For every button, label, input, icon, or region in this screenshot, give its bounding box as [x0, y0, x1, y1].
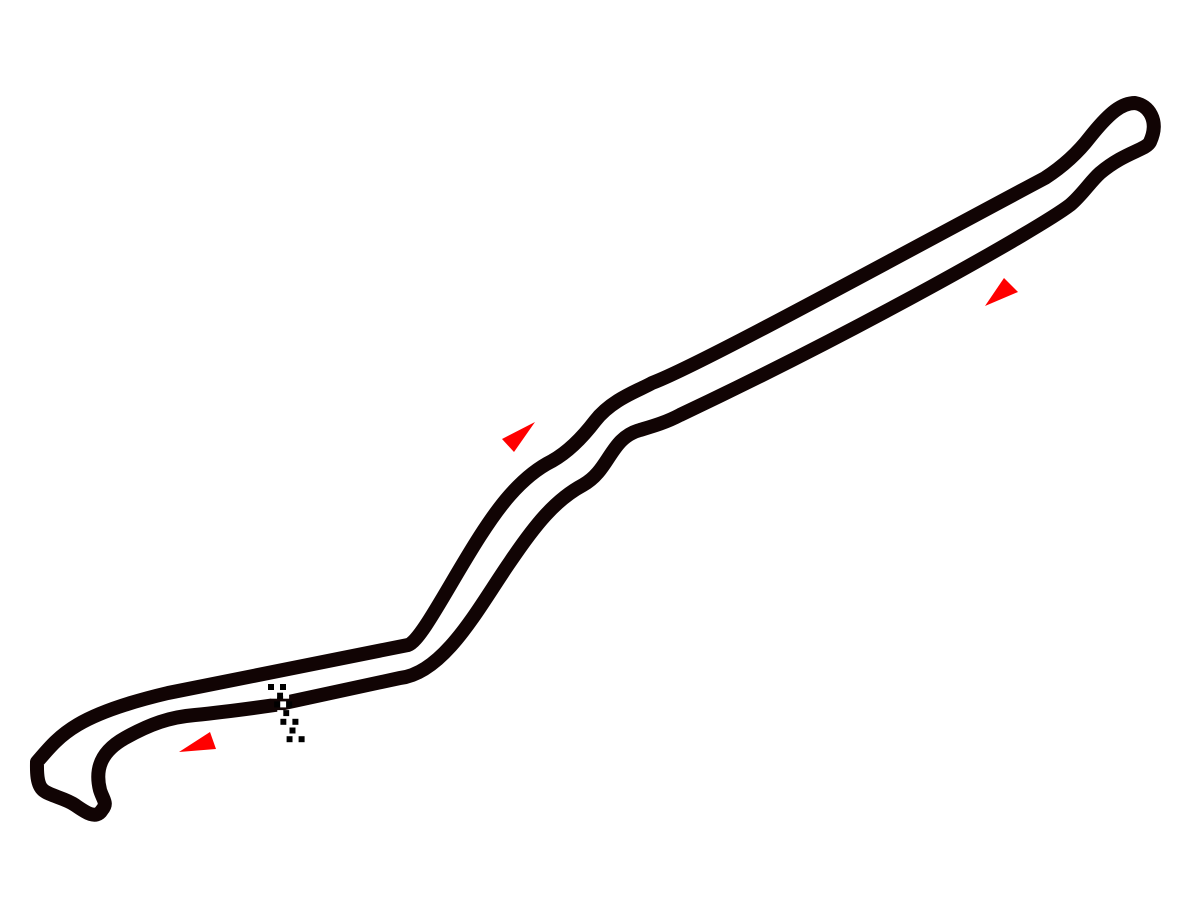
checker-square — [283, 692, 290, 699]
checker-square — [286, 736, 293, 743]
start-finish-line — [268, 684, 305, 743]
checker-square — [298, 736, 305, 743]
checker-square — [289, 710, 296, 717]
checker-square — [274, 684, 280, 690]
checker-square — [280, 684, 286, 690]
checker-square — [277, 710, 284, 717]
checker-square — [286, 718, 293, 725]
checker-square — [271, 692, 278, 699]
track-outline — [29, 96, 1161, 822]
direction-arrow-icon — [179, 732, 216, 752]
checker-square — [283, 710, 290, 717]
checker-square — [286, 701, 293, 708]
checker-square — [292, 718, 299, 725]
checker-square — [277, 692, 284, 699]
checker-square — [274, 701, 281, 708]
checker-square — [280, 701, 287, 708]
direction-arrow-icon — [985, 278, 1018, 306]
checker-square — [280, 718, 287, 725]
checker-square — [289, 727, 296, 734]
checker-square — [292, 736, 299, 743]
checker-square — [283, 727, 290, 734]
checker-square — [295, 727, 302, 734]
checker-square — [268, 684, 274, 690]
direction-arrow-icon — [502, 422, 535, 452]
